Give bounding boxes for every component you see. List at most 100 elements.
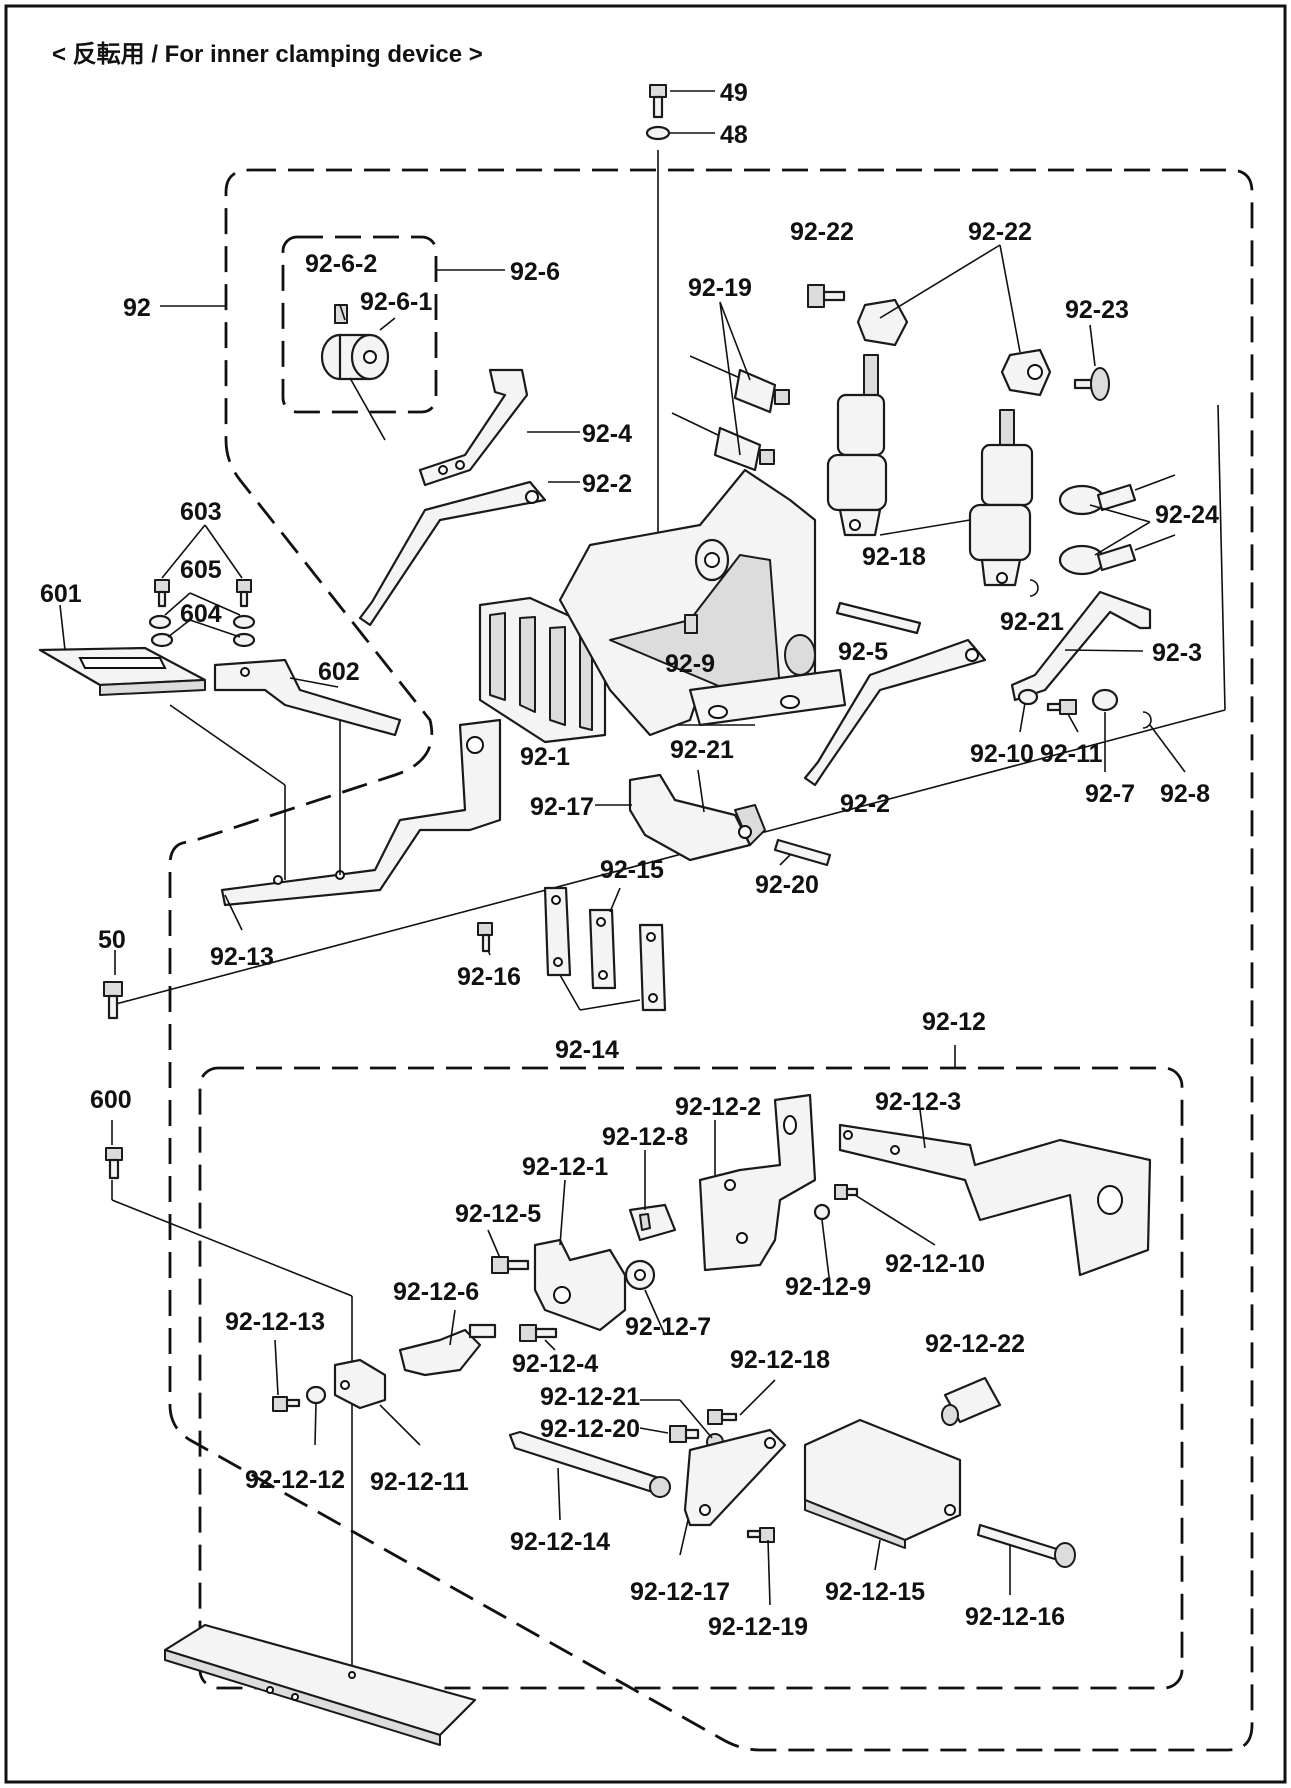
gear-92-12-7: [624, 1259, 656, 1291]
washer-92-10: [1017, 688, 1039, 706]
arm-92-4: [418, 368, 529, 487]
screw-92-12-5: [491, 1256, 530, 1274]
assembly-92-12-boundary: [198, 1066, 1184, 1690]
valve-92-12-6: [398, 1323, 497, 1377]
bracket-92-17: [628, 773, 766, 862]
block-92-12-8: [628, 1203, 677, 1242]
block-92-12-11: [333, 1358, 387, 1410]
e-ring-92-21: [1029, 579, 1039, 597]
label-92-21a: 92-21: [1000, 608, 1064, 636]
label-92-5: 92-5: [838, 638, 888, 666]
plate-92-14-a: [543, 886, 572, 977]
cylinder-cap-92-22-right: [1000, 348, 1052, 397]
washer-92-12-9: [813, 1203, 831, 1221]
label-92-12-17: 92-12-17: [630, 1578, 730, 1606]
air-fitting-92-19-upper: [689, 355, 790, 414]
plate-602: [213, 658, 402, 737]
label-92-3: 92-3: [1152, 639, 1202, 667]
cylinder-cap-92-22-left: [856, 298, 909, 347]
label-92-12-13: 92-12-13: [225, 1308, 325, 1336]
label-92-12: 92-12: [922, 1008, 986, 1036]
screw-92-22: [807, 284, 846, 308]
pin-92-20: [773, 838, 832, 867]
label-92-16: 92-16: [457, 963, 521, 991]
label-92-10: 92-10: [970, 740, 1034, 768]
label-603: 603: [180, 498, 222, 526]
label-605: 605: [180, 556, 222, 584]
bracket-92-12-2: [698, 1093, 817, 1272]
label-92: 92: [123, 294, 151, 322]
screw-92-16: [477, 922, 493, 953]
label-92-12-5: 92-12-5: [455, 1200, 541, 1228]
leader-lines: [59, 90, 1186, 1606]
plunger-92-12-22: [941, 1376, 1002, 1426]
label-92-6: 92-6: [510, 258, 560, 286]
label-92-12-1: 92-12-1: [522, 1153, 608, 1181]
diagram-title: < 反転用 / For inner clamping device >: [52, 41, 483, 68]
set-screw-92-9: [684, 614, 698, 634]
label-49: 49: [720, 79, 748, 107]
label-92-12-22: 92-12-22: [925, 1330, 1025, 1358]
label-92-15: 92-15: [600, 856, 664, 884]
label-92-9: 92-9: [665, 650, 715, 678]
arm-92-2-right: [803, 638, 987, 787]
screw-92-12-18: [707, 1409, 738, 1425]
screw-92-12-16: [976, 1523, 1076, 1568]
collar-92-6-1: [320, 333, 390, 381]
label-92-2b: 92-2: [840, 790, 890, 818]
label-50: 50: [98, 926, 126, 954]
label-92-12-18: 92-12-18: [730, 1346, 830, 1374]
label-92-19: 92-19: [688, 274, 752, 302]
washer-48: [645, 125, 671, 141]
label-92-1: 92-1: [520, 743, 570, 771]
arm-92-3: [1010, 590, 1152, 702]
label-92-22b: 92-22: [968, 218, 1032, 246]
screw-600: [105, 1147, 123, 1180]
label-92-12-12: 92-12-12: [245, 1466, 345, 1494]
solenoid-92-12-15: [803, 1418, 962, 1549]
bolt-49: [649, 84, 667, 119]
page-frame: [4, 4, 1287, 1784]
label-92-12-14: 92-12-14: [510, 1528, 610, 1556]
label-92-12-10: 92-12-10: [885, 1250, 985, 1278]
label-92-12-4: 92-12-4: [512, 1350, 598, 1378]
label-92-12-2: 92-12-2: [675, 1093, 761, 1121]
washer-92-7: [1091, 688, 1119, 712]
screw-92-12-13: [272, 1396, 301, 1412]
label-600: 600: [90, 1086, 132, 1114]
screw-92-12-20: [669, 1425, 700, 1443]
washers-605: [148, 614, 256, 630]
bracket-92-13: [220, 718, 502, 907]
label-92-20: 92-20: [755, 871, 819, 899]
plate-92-14-b: [638, 923, 667, 1012]
air-cylinder-92-18-right: [968, 409, 1034, 587]
label-92-17: 92-17: [530, 793, 594, 821]
assembly-92-6-boundary: [281, 235, 438, 414]
label-92-4: 92-4: [582, 420, 632, 448]
washers-604: [150, 632, 256, 648]
block-92-12-1: [533, 1238, 627, 1332]
air-fitting-92-19-lower: [671, 412, 775, 472]
label-92-12-9: 92-12-9: [785, 1273, 871, 1301]
label-92-6-2: 92-6-2: [305, 250, 377, 278]
label-92-8: 92-8: [1160, 780, 1210, 808]
shaft-92-5: [835, 601, 922, 635]
label-92-12-6: 92-12-6: [393, 1278, 479, 1306]
label-92-12-19: 92-12-19: [708, 1613, 808, 1641]
bracket-92-12-3: [838, 1123, 1152, 1277]
label-48: 48: [720, 121, 748, 149]
label-92-11: 92-11: [1040, 740, 1103, 768]
label-92-12-11: 92-12-11: [370, 1468, 469, 1496]
link-92-12-17: [683, 1428, 787, 1527]
axis-lines: [111, 150, 1226, 1675]
screw-92-12-19: [746, 1527, 775, 1543]
assembly-92-boundary: [168, 168, 1254, 1752]
label-604: 604: [180, 600, 222, 628]
label-92-12-3: 92-12-3: [875, 1088, 961, 1116]
base-plate: [163, 1623, 477, 1746]
air-fitting-92-24-lower: [1058, 534, 1176, 576]
label-601: 601: [40, 580, 82, 608]
label-92-14: 92-14: [555, 1036, 619, 1064]
air-fitting-92-24-upper: [1058, 474, 1176, 516]
